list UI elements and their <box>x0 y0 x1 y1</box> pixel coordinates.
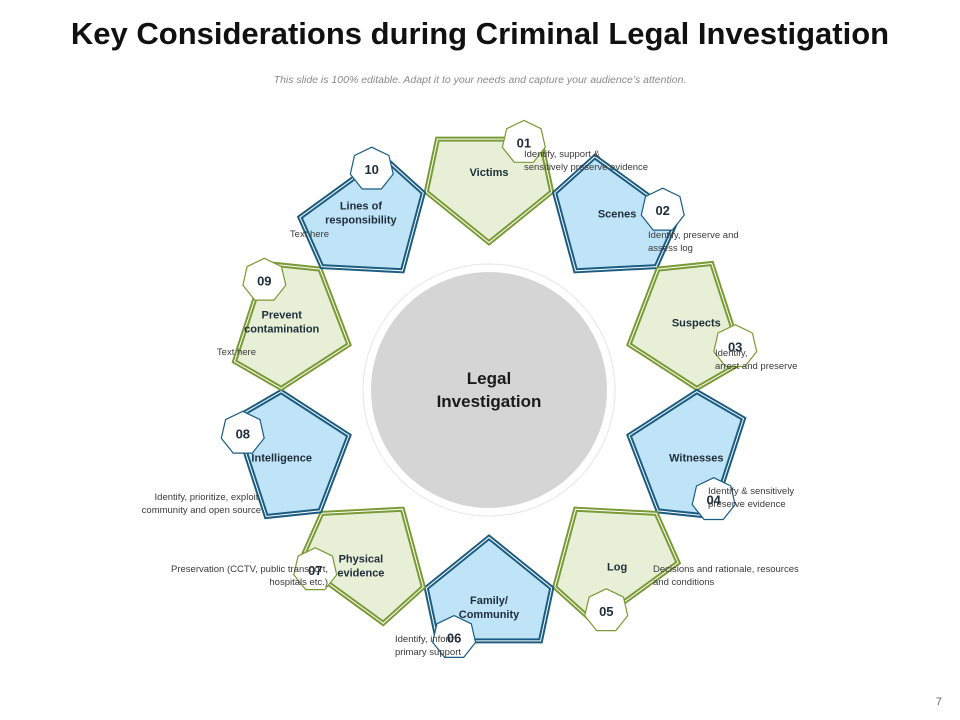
badges-group: 01 02 03 04 05 06 07 08 09 10 <box>220 119 758 659</box>
number-label-10: 10 <box>364 162 378 177</box>
description-02: Identify, preserve and assess log <box>648 230 739 254</box>
number-badge-07 <box>293 547 338 591</box>
number-label-09: 09 <box>257 273 271 288</box>
segment-label-line2-07: evidence <box>337 567 384 579</box>
number-badge-06 <box>432 614 477 659</box>
segment-label-05: Log <box>607 561 627 573</box>
description-10: Text here <box>289 229 329 240</box>
segment-label-line2-06: Community <box>459 609 520 621</box>
description-06: Identify, inform, primary support <box>395 634 461 658</box>
description-04: Identify & sensitively preserve evidence <box>708 486 795 510</box>
number-label-08: 08 <box>236 426 250 441</box>
description-05: Decisions and rationale, resources and c… <box>653 564 799 588</box>
number-badge-02 <box>640 187 685 231</box>
page-number: 7 <box>935 696 942 708</box>
number-badge-09 <box>242 257 287 301</box>
segment-label-02: Scenes <box>598 209 637 221</box>
number-label-04: 04 <box>706 493 721 508</box>
number-badge-01 <box>501 119 546 163</box>
description-01: Identify, support & sensitively preserve… <box>524 149 649 173</box>
center-circle <box>371 272 607 508</box>
segment-label-line2-09: contamination <box>244 324 319 336</box>
number-label-01: 01 <box>517 135 531 150</box>
number-label-03: 03 <box>728 340 742 355</box>
number-label-07: 07 <box>308 563 322 578</box>
segment-label-08: Intelligence <box>251 452 312 464</box>
segment-label-03: Suspects <box>672 318 721 330</box>
segment-label-04: Witnesses <box>669 452 723 464</box>
description-09: Text here <box>216 347 256 358</box>
center-label-line1: Legal <box>467 369 511 388</box>
slide-title: Key Considerations during Criminal Legal… <box>70 16 890 51</box>
segment-label-07: Physical <box>339 553 384 565</box>
number-badge-08 <box>220 410 265 454</box>
description-07: Preservation (CCTV, public transport, ho… <box>171 564 328 588</box>
number-badge-05 <box>584 588 629 632</box>
number-label-05: 05 <box>599 604 613 619</box>
segment-label-line2-10: responsibility <box>325 215 397 227</box>
slide-subtitle: This slide is 100% editable. Adapt it to… <box>273 74 687 86</box>
number-badge-10 <box>349 146 394 190</box>
segment-label-01: Victims <box>470 167 509 179</box>
number-label-06: 06 <box>447 631 461 646</box>
number-badge-04 <box>691 477 736 521</box>
segment-label-09: Prevent <box>262 310 303 322</box>
number-badge-03 <box>713 324 758 368</box>
segment-label-10: Lines of <box>340 201 383 213</box>
number-label-02: 02 <box>655 203 669 218</box>
center-label-line2: Investigation <box>437 392 542 411</box>
segment-label-06: Family/ <box>470 595 508 607</box>
description-08: Identify, prioritize, exploit, community… <box>141 492 261 516</box>
description-03: Identify, arrest and preserve <box>715 348 798 372</box>
